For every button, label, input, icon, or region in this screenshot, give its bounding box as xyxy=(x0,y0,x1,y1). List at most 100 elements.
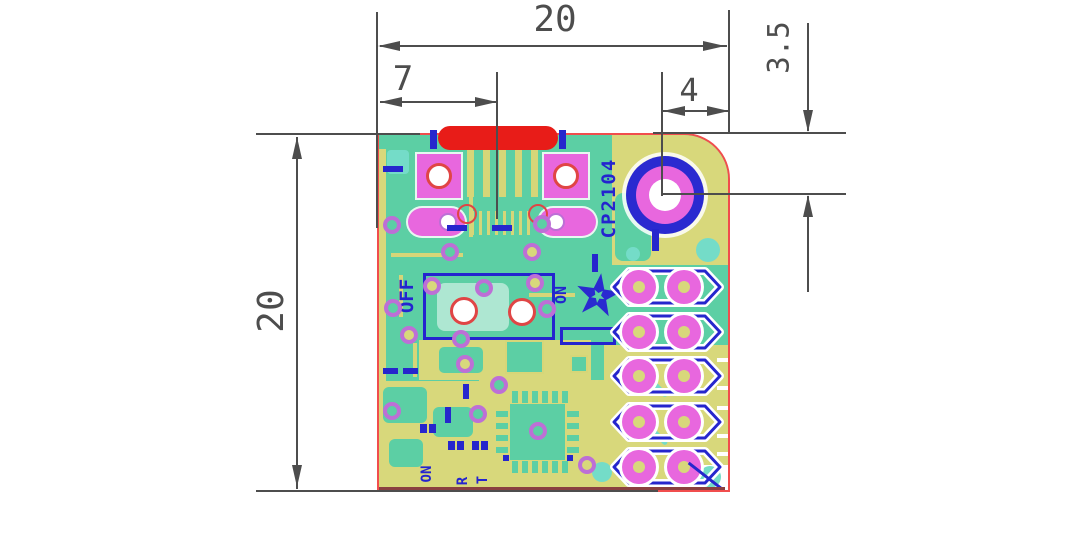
switch-off-label: OFF xyxy=(396,278,418,314)
usb-anchor-pad-left xyxy=(408,208,465,236)
qfn-pin xyxy=(562,391,568,403)
header-pin xyxy=(622,270,656,304)
ic-label: CP2104 xyxy=(598,157,620,239)
usb-trace xyxy=(531,143,538,197)
qfn-pin xyxy=(542,461,548,473)
dimension-line xyxy=(807,23,809,131)
mounting-hole-ring xyxy=(636,166,694,224)
arrowhead-right xyxy=(703,41,725,51)
usb-mount-hole xyxy=(426,163,452,189)
board-bottom-silk-line xyxy=(379,487,725,490)
silk-mark xyxy=(592,254,598,272)
usb-mount-pad-right xyxy=(544,154,588,198)
drill-mark xyxy=(457,204,477,224)
header-pin xyxy=(667,359,701,393)
pin-header-silkscreen xyxy=(610,267,724,487)
switch-on-label: ON xyxy=(552,285,570,305)
trace xyxy=(391,253,463,257)
led-pad xyxy=(420,424,427,433)
usb-trace xyxy=(487,211,490,235)
header-pin xyxy=(667,405,701,439)
usb-mount-pad-left xyxy=(417,154,461,198)
via xyxy=(456,355,474,373)
component-pad xyxy=(572,357,586,371)
via xyxy=(400,326,418,344)
edge-gap xyxy=(717,386,728,390)
via xyxy=(469,405,487,423)
usb-silk-mark xyxy=(559,130,566,149)
edge-gap xyxy=(717,406,728,410)
switch-drill xyxy=(450,297,478,325)
dimension-line xyxy=(296,137,298,489)
edge-gap xyxy=(717,358,728,362)
header-pin xyxy=(622,450,656,484)
copper-dot xyxy=(626,247,640,261)
via xyxy=(384,299,402,317)
header-pin xyxy=(667,315,701,349)
switch-drill xyxy=(508,298,536,326)
usb-trace xyxy=(499,143,506,197)
usb-trace xyxy=(511,211,514,235)
usb-trace xyxy=(503,211,506,235)
usb-trace xyxy=(479,211,482,235)
qfn-pin xyxy=(567,447,579,453)
usb-mount-hole xyxy=(553,163,579,189)
silk-mark xyxy=(403,368,418,374)
dimension-line xyxy=(807,196,809,292)
qfn-pin xyxy=(567,411,579,417)
via xyxy=(441,243,459,261)
led-pad xyxy=(472,441,479,450)
component-pad xyxy=(507,342,542,372)
qfn-pin xyxy=(496,411,508,417)
via xyxy=(383,402,401,420)
via xyxy=(490,376,508,394)
header-pin xyxy=(667,270,701,304)
header-pin xyxy=(622,359,656,393)
led-pad xyxy=(448,441,455,450)
dimension-line xyxy=(380,45,727,47)
edge-gap xyxy=(717,452,728,456)
led-pad xyxy=(481,441,488,450)
qfn-pin xyxy=(496,423,508,429)
mounting-hole-drill xyxy=(649,179,681,211)
via xyxy=(578,456,596,474)
usb-silk-mark xyxy=(430,130,437,149)
usb-trace xyxy=(495,211,498,235)
silk-mark xyxy=(463,384,469,399)
silk-mark xyxy=(652,229,659,251)
arrowhead-down xyxy=(292,465,302,487)
usb-trace xyxy=(527,211,530,235)
dim-board-width-label: 20 xyxy=(533,0,577,40)
qfn-pin xyxy=(512,391,518,403)
qfn-pin xyxy=(496,447,508,453)
substrate-patch xyxy=(379,149,386,487)
dim-board-height-label: 20 xyxy=(251,289,292,333)
trace xyxy=(413,343,417,377)
via xyxy=(452,330,470,348)
silk-mark xyxy=(383,166,403,172)
usb-trace xyxy=(467,143,474,197)
via xyxy=(383,216,401,234)
pcb-board: CP2104 OFF ON xyxy=(377,133,730,492)
silk-mark xyxy=(492,225,512,231)
via xyxy=(538,300,556,318)
qfn-pin xyxy=(567,435,579,441)
arrowhead-right xyxy=(475,97,497,107)
via xyxy=(423,277,441,295)
arrowhead-up xyxy=(803,195,813,217)
qfn-pin xyxy=(512,461,518,473)
extension-line xyxy=(728,10,730,133)
qfn-pin xyxy=(567,423,579,429)
qfn-pin xyxy=(542,391,548,403)
usb-connector-outline xyxy=(438,126,558,150)
qfn-pin xyxy=(522,461,528,473)
copper-dot xyxy=(592,462,612,482)
copper-dot xyxy=(696,238,720,262)
copper-patch xyxy=(433,407,473,437)
silk-mark xyxy=(383,368,398,374)
mounting-hole xyxy=(626,156,704,234)
via xyxy=(475,279,493,297)
via xyxy=(529,422,547,440)
usb-trace xyxy=(483,143,490,197)
